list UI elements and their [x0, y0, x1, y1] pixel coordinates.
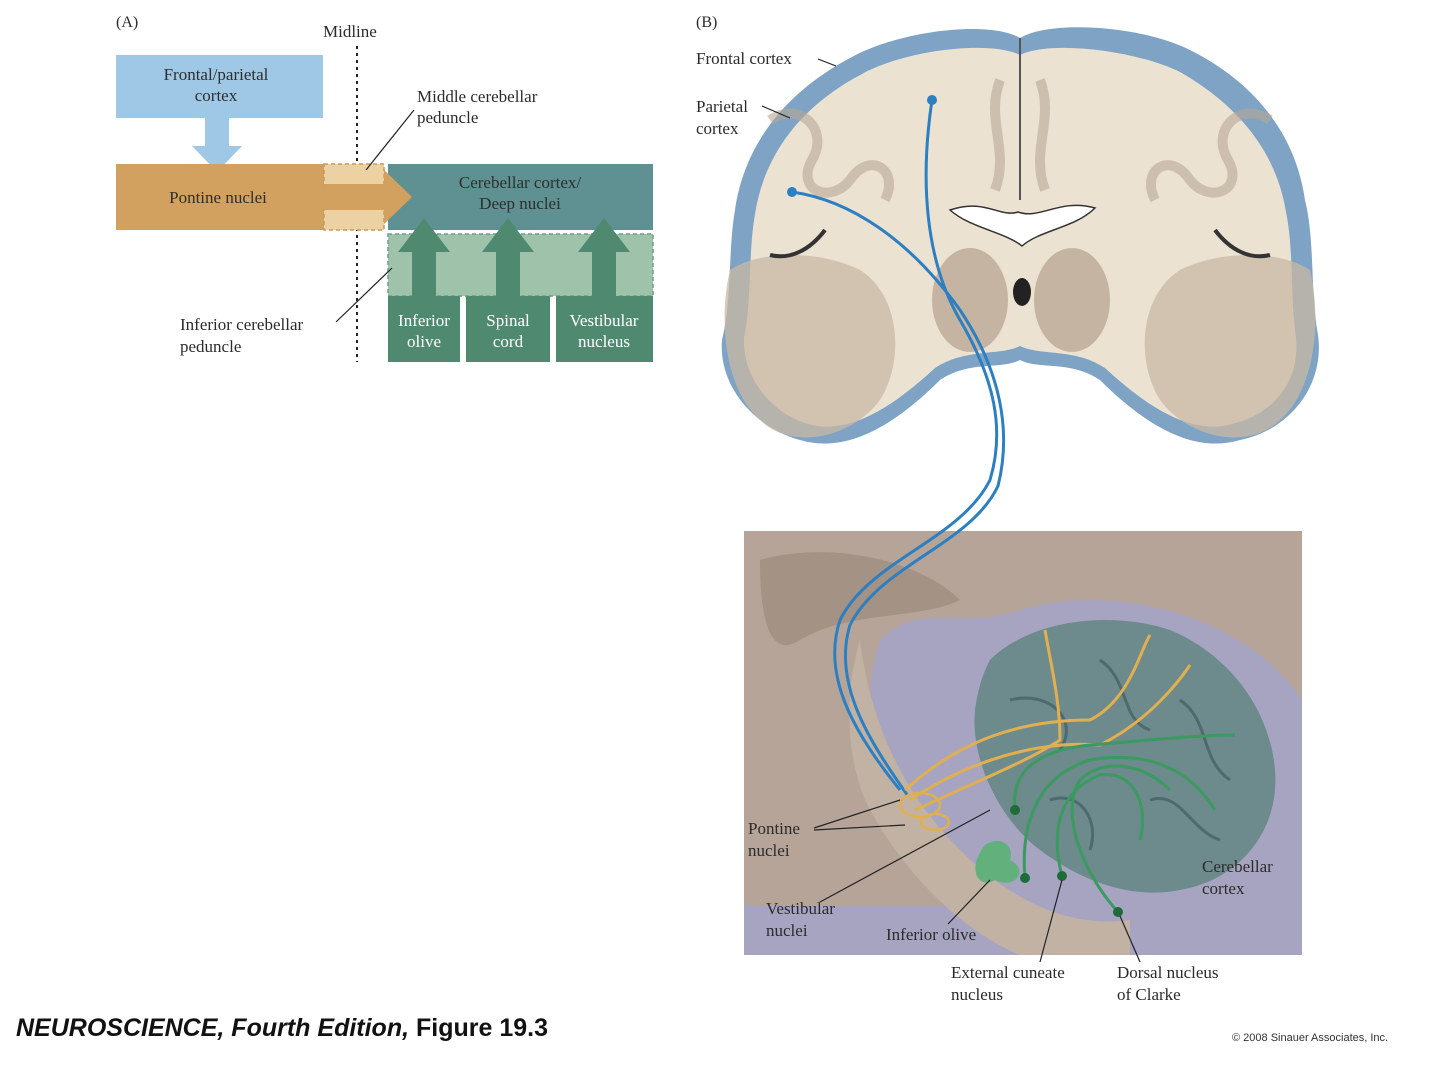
- vestibular-nucleus-box: [556, 296, 653, 362]
- panel-a-label: (A): [116, 14, 138, 31]
- pontine-box: [116, 164, 324, 230]
- midline-label: Midline: [323, 22, 377, 41]
- right-basal-ganglia: [1034, 248, 1110, 352]
- middle-peduncle-label-1: Middle cerebellar: [417, 87, 538, 106]
- olive-up-arrow: [398, 218, 450, 296]
- cerebellar-cortex-label-2: cortex: [1202, 879, 1245, 898]
- middle-peduncle-leader: [365, 109, 415, 171]
- vestibular-nucleus-label-2: nucleus: [578, 332, 630, 351]
- pontine-nuclei-cluster: [898, 791, 942, 819]
- parietal-neuron: [787, 187, 797, 197]
- inferior-peduncle-label-2: peduncle: [180, 337, 241, 356]
- inferior-olive-label-2: olive: [407, 332, 441, 351]
- inferior-peduncle-leader: [335, 267, 393, 323]
- cerebellar-cortex-label-1: Cerebellar: [1202, 857, 1273, 876]
- third-ventricle: [1013, 278, 1031, 306]
- cerebellar-label-1: Cerebellar cortex/: [459, 173, 582, 192]
- spinal-cord-label-2: cord: [493, 332, 524, 351]
- fiber-parietal: [791, 190, 1006, 797]
- dorsal-clarke-label-1: Dorsal nucleus: [1117, 963, 1219, 982]
- inferior-olive-box: [388, 296, 460, 362]
- inferior-olive-label-1: Inferior: [398, 311, 450, 330]
- vestibular-nuclei-label-2: nuclei: [766, 921, 808, 940]
- cerebellar-box: [388, 164, 653, 230]
- parietal-cortex-label-1: Parietal: [696, 97, 748, 116]
- spinal-cord-label-1: Spinal: [486, 311, 530, 330]
- corticopontine-fibers: [787, 95, 1006, 797]
- panel-b: (B): [696, 14, 1319, 1004]
- pontine-label: Pontine nuclei: [169, 188, 267, 207]
- vestibular-nuclei-label-1: Vestibular: [766, 899, 835, 918]
- inferior-peduncle-label-1: Inferior cerebellar: [180, 315, 303, 334]
- panel-a: (A) Midline Frontal/parietal cortex Pont…: [116, 14, 654, 362]
- sagittal-inset: [744, 531, 1302, 955]
- left-basal-ganglia: [932, 248, 1008, 352]
- frontal-parietal-label-2: cortex: [195, 86, 238, 105]
- spinal-cord-box: [466, 296, 550, 362]
- fiber-frontal: [833, 99, 999, 791]
- cortex-to-pons-arrow: [192, 118, 242, 172]
- cerebellar-label-2: Deep nuclei: [479, 194, 561, 213]
- middle-peduncle-label-2: peduncle: [417, 108, 478, 127]
- dorsal-clarke-label-2: of Clarke: [1117, 985, 1181, 1004]
- right-temporal-lobe: [1144, 255, 1316, 438]
- pontine-nuclei-label-1: Pontine: [748, 819, 800, 838]
- external-cuneate-label-2: nucleus: [951, 985, 1003, 1004]
- coronal-brain-section: [721, 27, 1319, 444]
- copyright-notice: © 2008 Sinauer Associates, Inc.: [1232, 1032, 1389, 1044]
- external-cuneate-label-1: External cuneate: [951, 963, 1065, 982]
- inferior-olive-shape: [975, 840, 1020, 883]
- middle-peduncle-upper: [323, 163, 385, 187]
- pontine-nuclei-label-2: nuclei: [748, 841, 790, 860]
- frontal-cortex-label: Frontal cortex: [696, 49, 792, 68]
- frontal-parietal-box: [116, 55, 323, 118]
- frontal-neuron: [927, 95, 937, 105]
- middle-peduncle-lower: [323, 207, 385, 231]
- figure-caption: NEUROSCIENCE, Fourth Edition, Figure 19.…: [16, 1014, 548, 1043]
- spinal-up-arrow: [482, 218, 534, 296]
- lateral-ventricles: [948, 204, 1097, 247]
- caption-title: NEUROSCIENCE, Fourth Edition,: [16, 1014, 410, 1042]
- vestibular-nucleus-label-1: Vestibular: [570, 311, 639, 330]
- panel-b-label: (B): [696, 14, 717, 31]
- caption-figure: Figure 19.3: [416, 1014, 548, 1042]
- frontal-parietal-label-1: Frontal/parietal: [164, 65, 269, 84]
- inferior-olive-label: Inferior olive: [886, 925, 976, 944]
- medulla: [849, 640, 1130, 955]
- mossy-climbing-fibers: [975, 733, 1236, 917]
- vestibular-up-arrow: [578, 218, 630, 296]
- left-temporal-lobe: [724, 255, 896, 438]
- parietal-cortex-label-2: cortex: [696, 119, 739, 138]
